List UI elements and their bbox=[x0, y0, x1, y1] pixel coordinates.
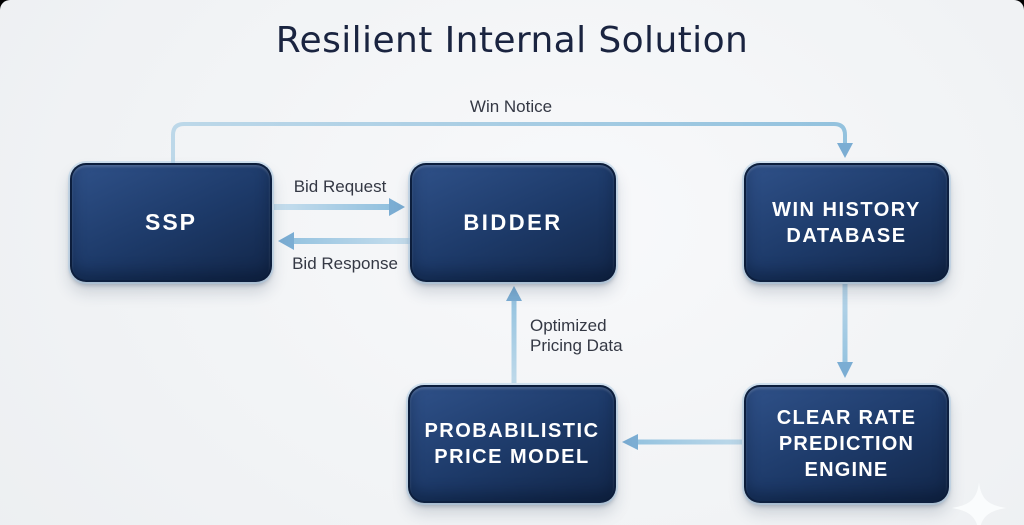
node-ssp-label: SSP bbox=[144, 209, 198, 235]
node-win-history-database-label-line1: WIN HISTORY bbox=[772, 198, 921, 221]
edge-label-optimized-pricing-data: Optimized Pricing Data bbox=[530, 316, 650, 356]
db-to-engine-arrow bbox=[837, 284, 853, 378]
bid-response-arrowhead bbox=[278, 232, 294, 250]
model-to-bidder-arrowhead bbox=[506, 286, 522, 301]
node-probabilistic-price-model: PROBABILISTIC PRICE MODEL bbox=[408, 385, 616, 503]
win-notice-line bbox=[171, 122, 847, 165]
bid-response-arrow bbox=[278, 232, 410, 250]
node-probabilistic-price-model-label-line1: PROBABILISTIC bbox=[424, 420, 600, 442]
edge-label-win-notice: Win Notice bbox=[469, 97, 553, 116]
node-win-history-database-label-line2: DATABASE bbox=[786, 224, 907, 247]
node-clear-rate-prediction-engine: CLEAR RATE PREDICTION ENGINE bbox=[744, 385, 949, 503]
edge-label-bid-request: Bid Request bbox=[293, 177, 387, 196]
node-win-history-database: WIN HISTORY DATABASE bbox=[744, 163, 949, 282]
db-to-engine-arrowhead bbox=[837, 362, 853, 378]
win-notice-arrow bbox=[171, 122, 853, 165]
engine-to-model-arrow bbox=[622, 434, 742, 450]
engine-to-model-arrowhead bbox=[622, 434, 638, 450]
model-to-bidder-arrow bbox=[506, 286, 522, 383]
edge-label-optimized-pricing-data-line1: Optimized bbox=[530, 316, 607, 335]
node-clear-rate-prediction-engine-label-line3: ENGINE bbox=[804, 459, 889, 481]
node-bidder: BIDDER bbox=[410, 163, 616, 282]
node-clear-rate-prediction-engine-label-line1: CLEAR RATE bbox=[776, 407, 917, 429]
sparkle-icon bbox=[952, 482, 1006, 525]
node-clear-rate-prediction-engine-label-line2: PREDICTION bbox=[778, 433, 915, 455]
edge-label-optimized-pricing-data-line2: Pricing Data bbox=[530, 336, 623, 355]
bid-request-arrow bbox=[274, 198, 405, 216]
bid-request-arrowhead bbox=[389, 198, 405, 216]
node-bidder-label: BIDDER bbox=[463, 209, 563, 235]
win-notice-arrowhead bbox=[837, 143, 853, 158]
slide-title: Resilient Internal Solution bbox=[275, 20, 749, 61]
node-ssp: SSP bbox=[70, 163, 272, 282]
edge-label-bid-response: Bid Response bbox=[292, 254, 398, 273]
node-probabilistic-price-model-label-line2: PRICE MODEL bbox=[434, 446, 590, 468]
